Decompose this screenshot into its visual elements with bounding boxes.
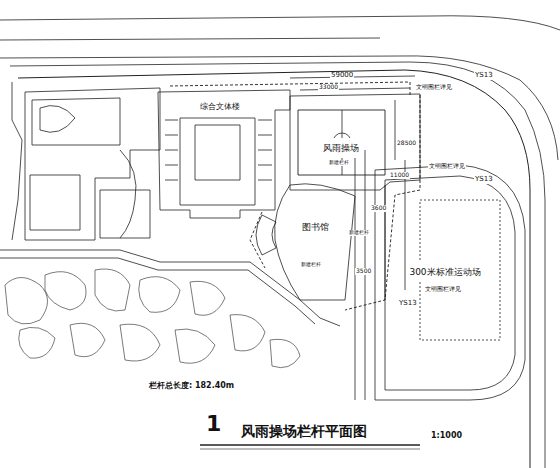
dimension-label: 新建栏杆 <box>348 230 370 236</box>
dimension-label: 3500 <box>355 268 372 275</box>
dimension-label: YS13 <box>474 176 494 184</box>
total-length-note: 栏杆总长度: 182.40m <box>148 382 235 391</box>
dimension-label: 1:1000 <box>430 432 463 441</box>
drawing-title: 风雨操场栏杆平面图 <box>240 424 368 439</box>
dimension-label: 新建栏杆 <box>328 160 350 166</box>
building-name: 图书馆 <box>301 218 330 236</box>
building-name: 300米标准运动场 <box>408 262 481 282</box>
dimension-label: 文明围栏详见 <box>415 84 453 91</box>
dimension-label: 59000 <box>330 72 354 80</box>
dimension-label: 11000 <box>389 172 410 179</box>
building-name: 风雨操场 <box>322 138 360 158</box>
drawing-number: 1 <box>205 412 222 436</box>
dimension-label: 3600 <box>370 205 387 212</box>
building-name: 综合文体楼 <box>199 98 241 116</box>
dimension-label: 新建栏杆 <box>300 262 322 268</box>
building-label: 综合文体楼 <box>170 98 270 116</box>
dimension-label: YS13 <box>398 300 418 308</box>
dimension-label: YS13 <box>474 72 494 80</box>
building-label: 图书馆 <box>290 218 340 236</box>
building-label: 300米标准运动场 <box>390 262 500 282</box>
dimension-label: 文明围栏详见 <box>424 286 462 293</box>
dimension-label: 33000 <box>318 84 339 91</box>
dimension-label: 文明围栏详见 <box>428 163 466 170</box>
dimension-label: 28500 <box>396 140 417 147</box>
building-label: 风雨操场 <box>302 138 380 158</box>
